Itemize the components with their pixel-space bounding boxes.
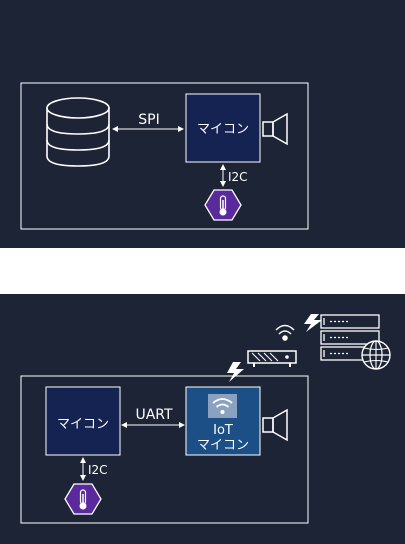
top-diagram: SPI マイコン I2C — [20, 82, 309, 230]
mcu-box — [185, 93, 261, 163]
speaker-icon — [262, 112, 288, 146]
bottom-diagram: マイコン UART IoT マイコン I2C — [20, 314, 391, 524]
mcu-box — [45, 386, 121, 456]
thermometer-icon — [64, 483, 102, 515]
wifi-signal-icon — [275, 324, 295, 341]
i2c-label: I2C — [228, 170, 248, 184]
mcu-label: マイコン — [57, 417, 109, 432]
iot-label-line1: IoT — [213, 423, 233, 438]
system-boundary — [20, 82, 309, 230]
router-icon — [247, 350, 297, 367]
wifi-icon — [208, 394, 237, 418]
database-icon — [46, 97, 110, 167]
globe-icon — [361, 340, 391, 370]
lightning-icon — [304, 314, 322, 332]
uart-label: UART — [135, 407, 173, 423]
mcu-label: マイコン — [197, 122, 249, 137]
i2c-label: I2C — [88, 463, 108, 477]
thermometer-icon — [204, 189, 242, 221]
spi-label: SPI — [138, 112, 159, 128]
speaker-icon — [262, 408, 288, 442]
bottom-diagram-panel: マイコン UART IoT マイコン I2C — [0, 294, 405, 544]
system-boundary — [20, 375, 309, 524]
lightning-icon — [227, 362, 244, 382]
iot-label-line2: マイコン — [197, 438, 249, 453]
top-diagram-panel: SPI マイコン I2C — [0, 0, 405, 248]
